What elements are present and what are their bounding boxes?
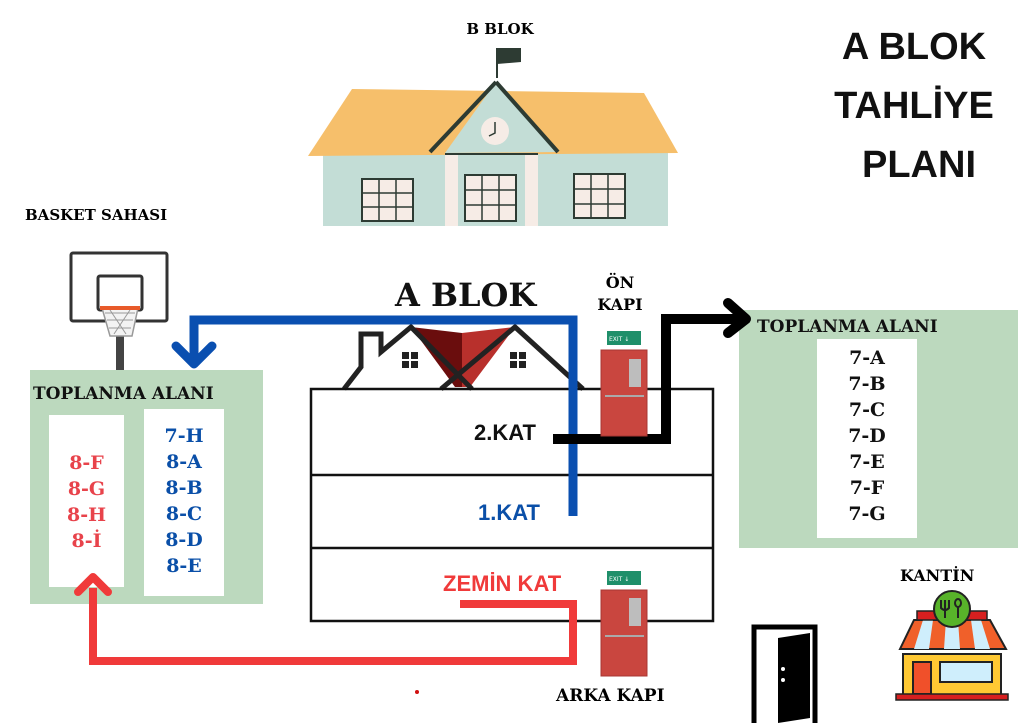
title-line: A BLOK — [841, 26, 987, 68]
route-floor-1-arrowhead — [171, 341, 217, 369]
front-door-label-line: ÖN — [605, 273, 635, 292]
class-item: 8-E — [166, 555, 202, 577]
assembly-area-right: TOPLANMA ALANI 7-A 7-B 7-C 7-D 7-E 7-F 7… — [739, 310, 1018, 548]
floor-label-1: 1.KAT — [478, 500, 540, 525]
assembly-area-title: TOPLANMA ALANI — [757, 317, 938, 337]
red-class-list: 8-F 8-G 8-H 8-İ — [49, 415, 124, 587]
class-item: 7-H — [164, 425, 204, 447]
class-item: 8-G — [67, 478, 106, 500]
class-item: 7-G — [848, 503, 886, 525]
assembly-area-left: TOPLANMA ALANI 8-F 8-G 8-H 8-İ 7-H 8-A 8… — [30, 370, 263, 604]
class-item: 7-B — [848, 373, 886, 395]
class-item: 8-B — [165, 477, 203, 499]
class-item: 7-C — [848, 399, 886, 421]
assembly-area-title: TOPLANMA ALANI — [33, 384, 214, 404]
front-door-label: ÖN KAPI — [595, 272, 645, 316]
class-item: 8-İ — [71, 530, 102, 552]
title-line: PLANI — [862, 144, 976, 186]
front-door-label-line: KAPI — [597, 295, 643, 314]
fire-exit-sign-text: EXIT ↓ — [609, 336, 629, 343]
class-item: 8-H — [66, 504, 107, 526]
blue-class-list: 7-H 8-A 8-B 8-C 8-D 8-E — [144, 409, 224, 596]
route-floor-2 — [553, 314, 742, 444]
basketball-court-label: BASKET SAHASI — [25, 206, 168, 224]
class-item: 7-A — [849, 347, 885, 369]
a-block-label: A BLOK — [395, 276, 537, 314]
class-list: 7-A 7-B 7-C 7-D 7-E 7-F 7-G — [817, 339, 917, 538]
class-item: 7-F — [849, 477, 885, 499]
title-line: TAHLİYE — [834, 85, 994, 127]
back-door-label: ARKA KAPI — [556, 686, 665, 706]
page-title: A BLOK TAHLİYE PLANI — [804, 18, 1024, 195]
class-item: 8-D — [165, 529, 203, 551]
class-item: 7-D — [848, 425, 886, 447]
fire-exit-sign-text: EXIT ↓ — [609, 576, 629, 583]
class-item: 8-C — [165, 503, 203, 525]
canteen-label: KANTİN — [900, 566, 975, 585]
class-item: 8-F — [69, 452, 104, 474]
class-item: 7-E — [849, 451, 885, 473]
b-block-label: B BLOK — [466, 20, 534, 38]
floor-label-2: 2.KAT — [474, 420, 536, 445]
floor-label-ground: ZEMİN KAT — [443, 571, 562, 596]
class-item: 8-A — [166, 451, 202, 473]
